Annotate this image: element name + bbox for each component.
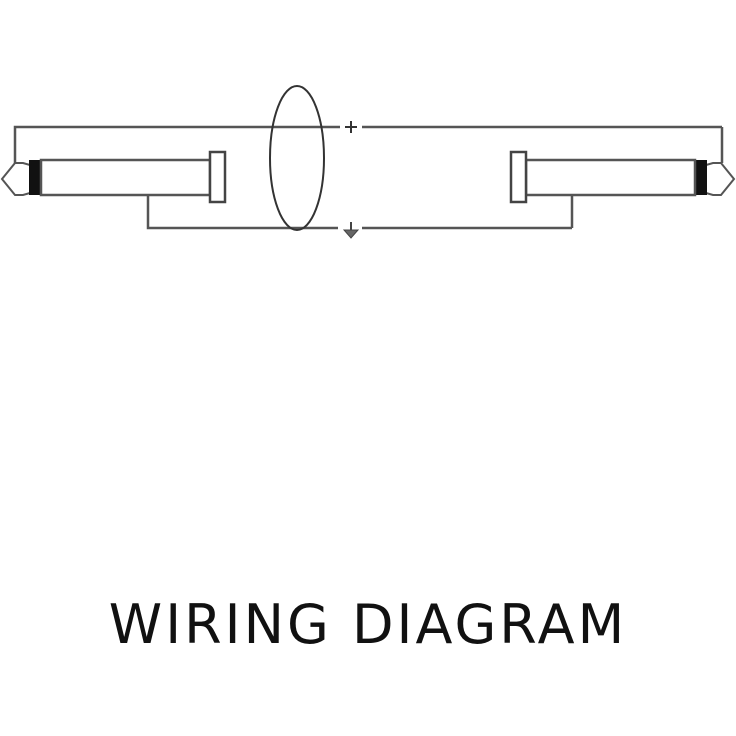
signal-wire: [13, 125, 724, 163]
cable-shield-icon: [269, 85, 325, 231]
right-jack-plug-icon: [509, 150, 736, 204]
left-jack-plug-icon: [0, 150, 227, 204]
wiring-diagram: [0, 85, 736, 239]
ground-wire: [146, 195, 574, 230]
plus-icon: [345, 121, 357, 133]
diagram-caption: WIRING DIAGRAM: [108, 593, 628, 656]
ground-icon: [342, 222, 360, 239]
